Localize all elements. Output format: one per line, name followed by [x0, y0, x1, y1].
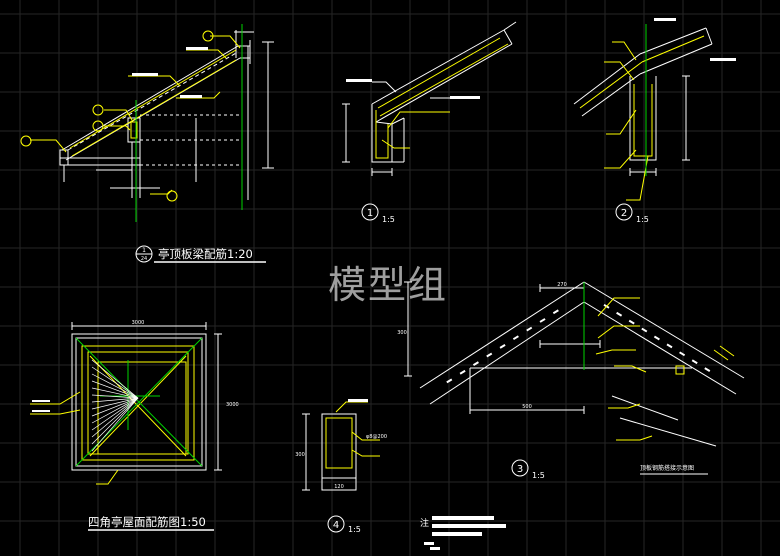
- fan-rebar-line: [91, 397, 139, 417]
- section-3-number: 3: [517, 464, 523, 475]
- section-4-leader-bar: [348, 399, 368, 402]
- section-4-number: 4: [333, 520, 339, 531]
- roof-plan-callout-bar-b: [32, 410, 50, 412]
- roof-plan-callout-bar-a: [32, 400, 50, 402]
- rebar-dash-right: [704, 367, 711, 373]
- beam-elevation-bubbles: [20, 30, 214, 202]
- notes-label: 注: [420, 517, 429, 529]
- notes-line-1: [432, 516, 494, 520]
- section-4-scale: 1:5: [348, 525, 361, 534]
- fan-rebar-line: [91, 397, 139, 424]
- roof-plan-height-dimension: 3000: [226, 402, 239, 408]
- rebar-dash-right: [616, 311, 623, 317]
- section-3-scale: 1:5: [532, 471, 545, 480]
- section-3-end-marker: [675, 365, 685, 375]
- roof-plan-drawing: [71, 322, 222, 471]
- rebar-dash-left: [446, 378, 453, 384]
- notes-line-4: [424, 542, 434, 545]
- section-1-leader-bar-a: [346, 79, 372, 82]
- section-1-number-bubble: [361, 203, 379, 221]
- section-4-note: φ8@200: [366, 434, 387, 440]
- rebar-dash-right: [653, 335, 660, 341]
- section-3-span-dimension: 500: [522, 404, 532, 410]
- section-4-height-dimension: 300: [295, 452, 305, 458]
- roof-plan-title: 四角亭屋面配筋图1:50: [88, 515, 206, 529]
- section-2-scale: 1:5: [636, 215, 649, 224]
- section-1-drawing: [342, 21, 517, 176]
- rebar-dash-right: [691, 359, 698, 365]
- notes-line-3: [432, 532, 482, 536]
- fan-rebar-line: [91, 397, 139, 403]
- rebar-dash-right: [679, 351, 686, 357]
- section-4-width-dimension: 120: [334, 484, 344, 490]
- section-1-leader-bar-b: [450, 96, 480, 99]
- rebar-dash-left: [459, 369, 466, 375]
- fan-rebar-line: [91, 387, 139, 399]
- fan-rebar-line: [91, 397, 139, 431]
- section-1-rebar: [375, 37, 509, 159]
- fan-rebar-line: [91, 397, 139, 452]
- rebar-dash-left: [526, 326, 533, 332]
- section-4-drawing: [302, 413, 357, 491]
- rebar-dash-right: [641, 327, 648, 333]
- beam-elevation-marker-bottom: 24: [141, 256, 147, 262]
- section-3-callouts: [595, 297, 735, 373]
- fan-rebar-line: [91, 366, 139, 399]
- notes-line-5: [430, 547, 440, 550]
- rebar-dash-left: [512, 335, 519, 341]
- rebar-dash-left: [499, 343, 506, 349]
- fan-rebar-line: [91, 397, 139, 410]
- section-4-number-bubble: [327, 515, 345, 533]
- beam-elevation-title: 亭顶板梁配筋1:20: [158, 247, 253, 261]
- roof-plan-width-dimension: 3000: [132, 320, 145, 326]
- fan-rebar-line: [91, 380, 139, 399]
- beam-elevation-center-line: [135, 24, 243, 222]
- section-2-drawing: [573, 27, 713, 176]
- section-2-number-bubble: [615, 203, 633, 221]
- rebar-dash-right: [666, 343, 673, 349]
- rebar-dash-left: [552, 309, 559, 315]
- section-3-rebar-dashes: [446, 303, 711, 384]
- beam-elevation-marker-top: 1: [142, 247, 146, 254]
- section-2-leader-bar-a: [654, 18, 676, 21]
- fan-rebar-line: [91, 373, 139, 399]
- roof-plan-callouts: [30, 391, 119, 485]
- roof-plan-diagonals: [75, 337, 203, 467]
- fan-rebar-line: [91, 359, 139, 399]
- roof-plan-fan-rebar: [91, 359, 139, 452]
- fan-rebar-line: [91, 394, 139, 399]
- rebar-dash-left: [472, 361, 479, 366]
- fan-rebar-line: [91, 397, 139, 438]
- section-3-drawing: [404, 281, 745, 414]
- section-2-leader-bar-b: [710, 58, 736, 61]
- section-3-top-dimension: 270: [557, 282, 567, 288]
- section-1-scale: 1:5: [382, 215, 395, 224]
- fan-rebar-line: [91, 397, 139, 445]
- section-2-number: 2: [621, 208, 627, 219]
- rebar-dash-right: [628, 319, 635, 325]
- rebar-dash-left: [539, 318, 546, 323]
- notes-line-2: [432, 524, 506, 528]
- section-3-height-dimension: 300: [397, 330, 407, 336]
- beam-elevation-leader-bars: [132, 47, 208, 98]
- rebar-dash-left: [486, 352, 493, 358]
- roof-plan-rebar: [81, 345, 195, 461]
- section-3-number-bubble: [511, 459, 529, 477]
- section-3-caption: 顶板钢筋搭接示意图: [640, 464, 694, 472]
- section-1-leader-a: [372, 81, 397, 93]
- section-3-lap-detail: [608, 395, 717, 447]
- section-1-number: 1: [367, 208, 373, 219]
- section-2-rebar: [579, 35, 705, 201]
